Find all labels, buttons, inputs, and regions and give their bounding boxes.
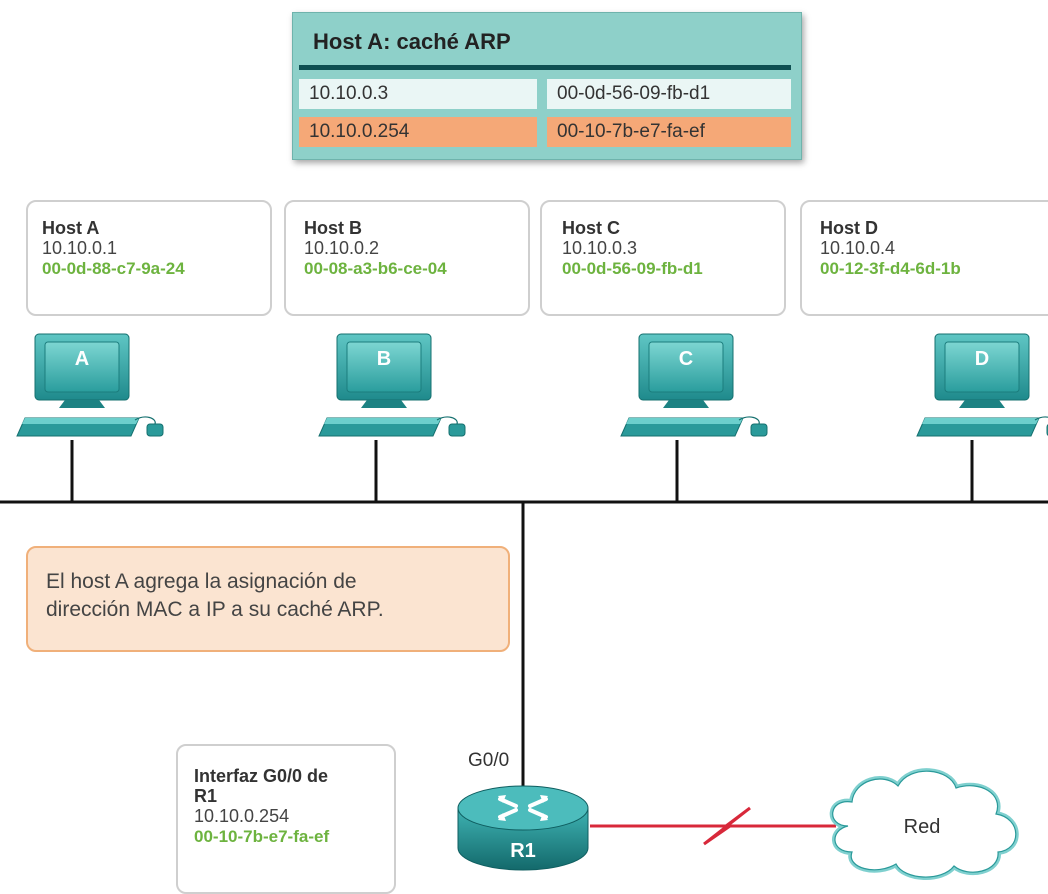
host-d-letter: D xyxy=(974,348,990,370)
host-b-ip: 10.10.0.2 xyxy=(304,238,380,258)
wan-link xyxy=(590,806,836,846)
arp-row-2-ip: 10.10.0.254 xyxy=(299,117,537,147)
host-c-ip: 10.10.0.3 xyxy=(562,238,638,258)
arp-row-1-mac: 00-0d-56-09-fb-d1 xyxy=(547,79,791,109)
router-card-mac: 00-10-7b-e7-fa-ef xyxy=(194,827,330,846)
host-a-name: Host A xyxy=(42,218,100,238)
host-b-letter: B xyxy=(376,348,392,370)
host-d-ip: 10.10.0.4 xyxy=(820,238,896,258)
host-c-card: Host C 10.10.0.3 00-0d-56-09-fb-d1 xyxy=(540,200,786,316)
host-c-name: Host C xyxy=(562,218,620,238)
host-d-mac: 00-12-3f-d4-6d-1b xyxy=(820,259,961,278)
host-a-card: Host A 10.10.0.1 00-0d-88-c7-9a-24 xyxy=(26,200,272,316)
host-a-mac: 00-0d-88-c7-9a-24 xyxy=(42,259,185,278)
router-interface-label: G0/0 xyxy=(468,750,510,771)
router-interface-card: Interfaz G0/0 de R1 10.10.0.254 00-10-7b… xyxy=(176,744,396,894)
host-b-mac: 00-08-a3-b6-ce-04 xyxy=(304,259,447,278)
arp-cache-title: Host A: caché ARP xyxy=(313,29,511,54)
router-name: R1 xyxy=(510,840,536,862)
arp-row-2-mac: 00-10-7b-e7-fa-ef xyxy=(547,117,791,147)
host-a-letter: A xyxy=(74,348,90,370)
host-c-letter: C xyxy=(678,348,694,370)
router-card-title-line-2: R1 xyxy=(194,786,218,806)
note-line-2: dirección MAC a IP a su caché ARP. xyxy=(46,598,384,621)
host-a-ip: 10.10.0.1 xyxy=(42,238,118,258)
host-b-card: Host B 10.10.0.2 00-08-a3-b6-ce-04 xyxy=(284,200,530,316)
note-line-1: El host A agrega la asignación de xyxy=(46,570,357,593)
router-card-title-line-1: Interfaz G0/0 de xyxy=(194,766,329,786)
host-d-name: Host D xyxy=(820,218,878,238)
host-c-mac: 00-0d-56-09-fb-d1 xyxy=(562,259,703,278)
arp-cache-divider xyxy=(299,65,791,70)
explanation-note: El host A agrega la asignación de direcc… xyxy=(26,546,510,652)
arp-cache-table: Host A: caché ARP 10.10.0.3 00-0d-56-09-… xyxy=(292,12,802,160)
router-card-ip: 10.10.0.254 xyxy=(194,806,290,826)
cloud-label: Red xyxy=(903,816,941,838)
host-d-card: Host D 10.10.0.4 00-12-3f-d4-6d-1b xyxy=(800,200,1048,316)
router-icon xyxy=(457,785,589,871)
host-b-name: Host B xyxy=(304,218,362,238)
arp-row-1-ip: 10.10.0.3 xyxy=(299,79,537,109)
